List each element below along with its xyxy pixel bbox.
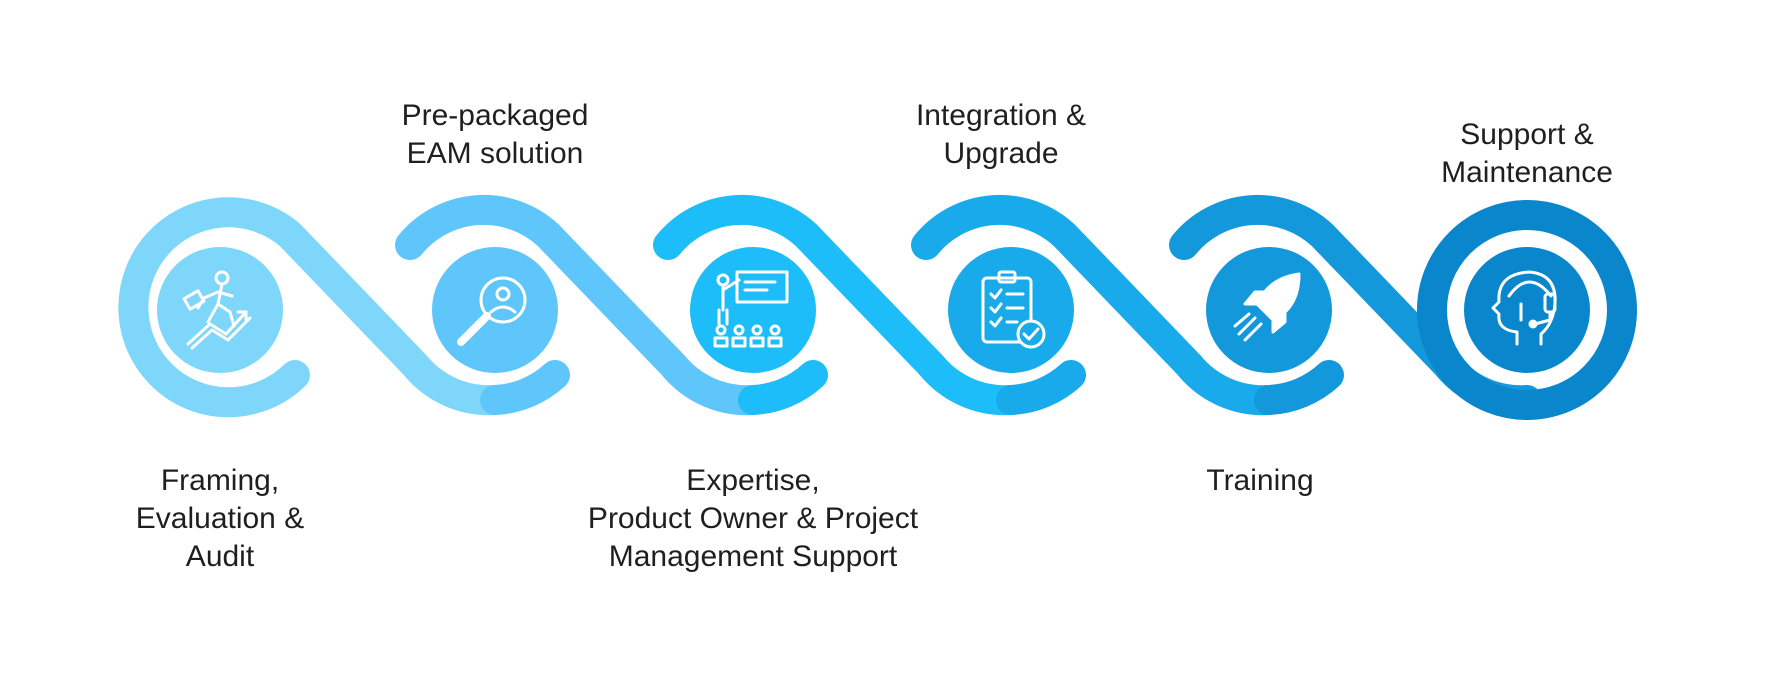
step-label-2: Pre-packaged EAM solution [402, 97, 589, 173]
step-label-1-line-2: Evaluation & [135, 502, 305, 535]
step-disc-3 [690, 247, 816, 373]
step-label-4-line-2: Upgrade [943, 137, 1059, 170]
ribbon-ring-6 [1417, 200, 1637, 420]
step-label-3: Expertise, Product Owner & Project Manag… [588, 462, 918, 576]
ribbon-segment-3 [653, 194, 1026, 416]
step-label-1-line-1: Framing, [160, 464, 280, 497]
climbing-growth-icon [182, 270, 252, 350]
step-label-4-line-1: Integration & [915, 99, 1087, 132]
ribbon-segment-4 [911, 194, 1284, 416]
presentation-icon [713, 270, 789, 348]
ribbon-segment-1 [118, 197, 510, 418]
support-headset-icon [1491, 270, 1557, 346]
step-label-1: Framing, Evaluation & Audit [136, 462, 304, 576]
step-label-2-line-2: EAM solution [406, 137, 584, 170]
rocket-icon [1233, 272, 1301, 342]
step-label-1-line-3: Audit [185, 540, 255, 573]
step-label-6-line-1: Support & [1460, 118, 1594, 151]
step-label-3-line-1: Expertise, [686, 464, 820, 497]
step-label-6: Support & Maintenance [1441, 116, 1613, 192]
ribbon-segment-2 [395, 194, 768, 416]
step-label-5: Training [1206, 462, 1313, 500]
step-label-4: Integration & Upgrade [916, 97, 1086, 173]
step-disc-4 [948, 247, 1074, 373]
step-label-6-line-2: Maintenance [1441, 156, 1613, 189]
step-label-3-line-3: Management Support [608, 540, 898, 573]
step-label-3-line-2: Product Owner & Project [587, 502, 919, 535]
step-label-5-line-1: Training [1206, 464, 1314, 497]
step-disc-1 [157, 247, 283, 373]
step-disc-6 [1464, 247, 1590, 373]
step-label-2-line-1: Pre-packaged [401, 99, 589, 132]
checklist-icon [981, 270, 1046, 349]
search-person-icon [457, 276, 527, 346]
